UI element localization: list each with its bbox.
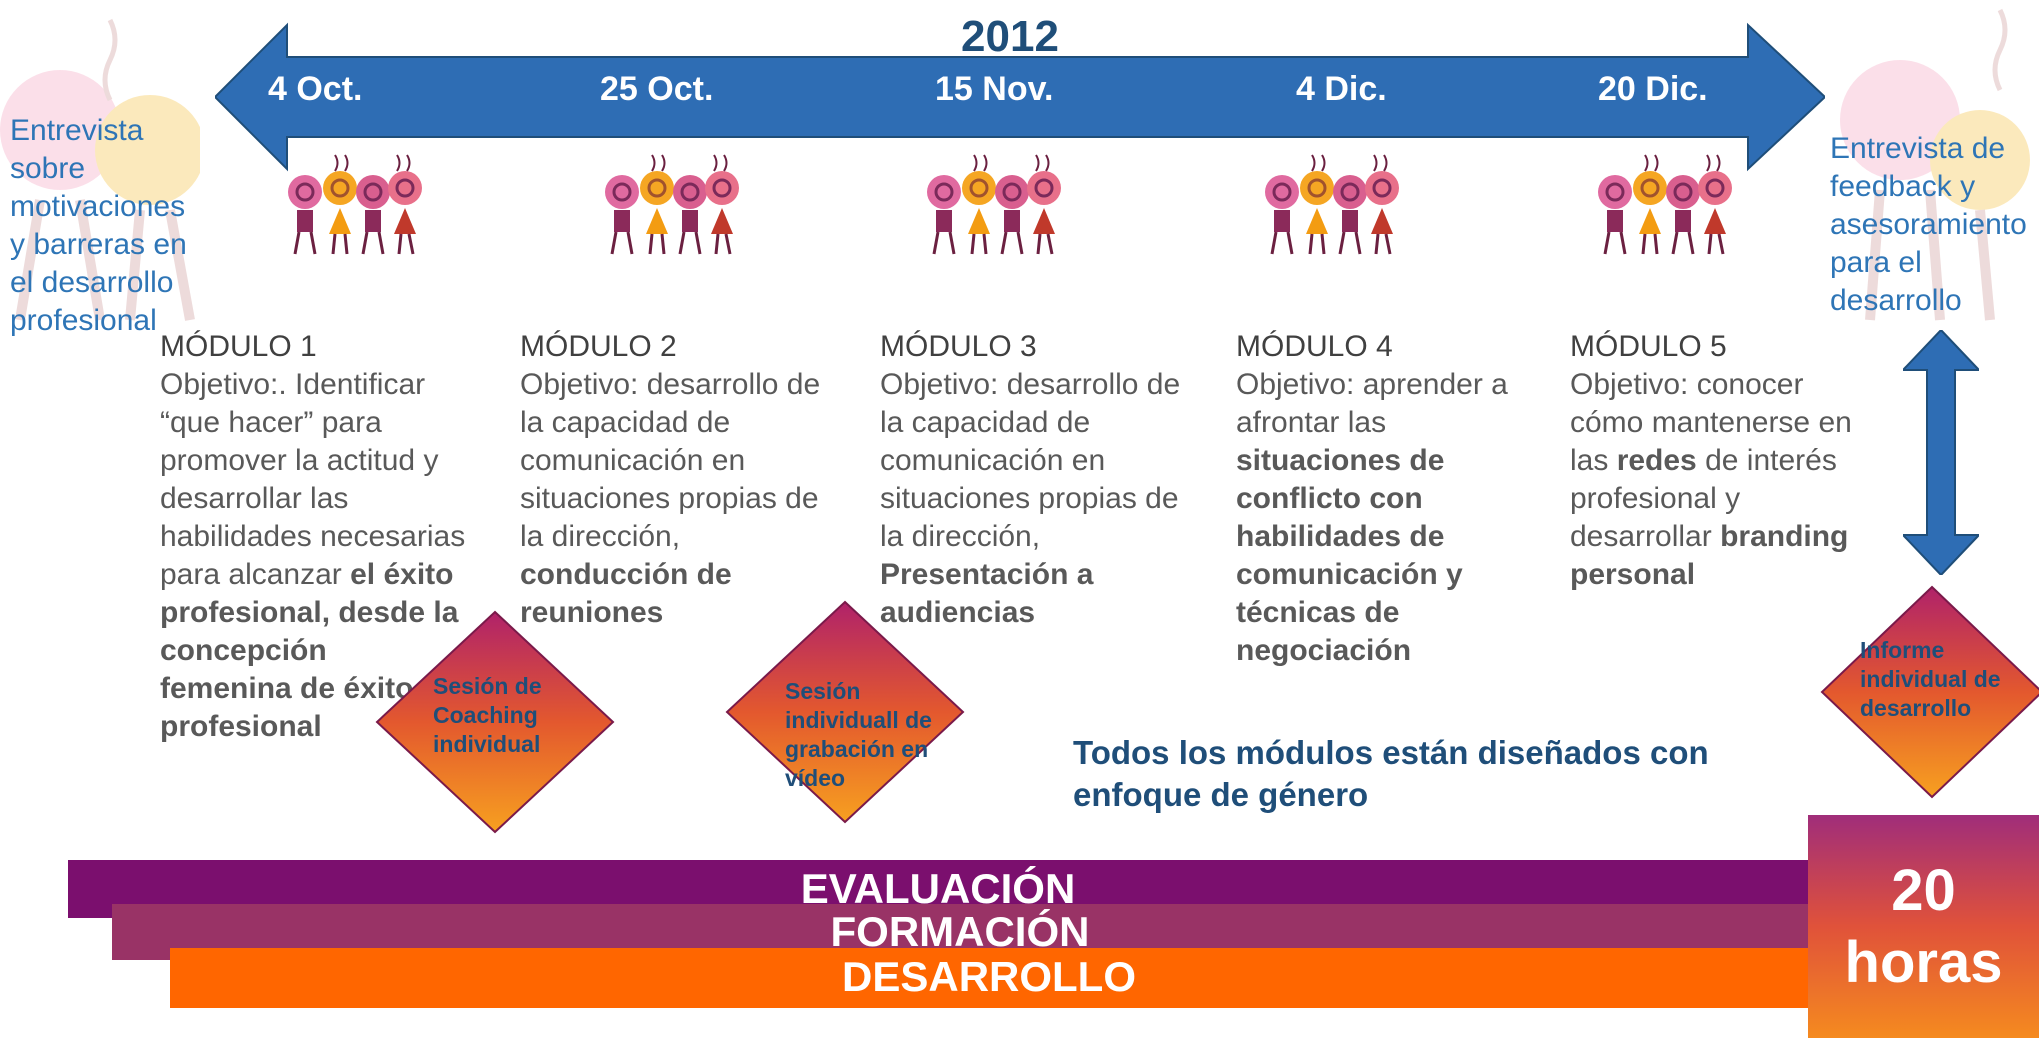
- module-line: afrontar las: [1236, 406, 1387, 439]
- module-line: la dirección,: [520, 520, 681, 553]
- module-line: habilidades de: [1236, 520, 1445, 553]
- module-line: concepción: [160, 634, 327, 667]
- coaching-session-diamond: [375, 610, 615, 834]
- module-3: MÓDULO 3 Objetivo: desarrollo de la capa…: [880, 328, 1220, 632]
- module-line: habilidades necesarias: [160, 520, 466, 553]
- module-line: situaciones de: [1236, 444, 1445, 477]
- module-line: cómo mantenerse en: [1570, 406, 1852, 439]
- video-session-label: Sesión individuall de grabación en vídeo: [785, 678, 932, 791]
- module-line: comunicación en: [880, 444, 1106, 477]
- module-4: MÓDULO 4 Objetivo: aprender a afrontar l…: [1236, 328, 1566, 670]
- gender-approach-note: Todos los módulos están diseñados con en…: [1073, 734, 1709, 813]
- total-hours-box: 20 horas: [1808, 815, 2039, 1038]
- module-line: audiencias: [880, 596, 1036, 629]
- module-line: Objetivo:. Identificar: [160, 368, 426, 401]
- left-interview-note: Entrevista sobre motivaciones y barreras…: [10, 114, 187, 337]
- children-group-icon: [605, 154, 739, 255]
- module-line: para alcanzar el éxito: [160, 558, 454, 591]
- module-line: situaciones propias de: [880, 482, 1179, 515]
- module-title: MÓDULO 5: [1570, 330, 1727, 363]
- module-line: la dirección,: [880, 520, 1041, 553]
- module-line: Objetivo: aprender a: [1236, 368, 1508, 401]
- module-line: femenina de éxito: [160, 672, 414, 705]
- module-line: la capacidad de: [880, 406, 1091, 439]
- module-title: MÓDULO 4: [1236, 330, 1393, 363]
- module-line: profesional, desde la: [160, 596, 459, 629]
- module-title: MÓDULO 2: [520, 330, 677, 363]
- children-group-icon: [1265, 154, 1399, 255]
- module-line: “que hacer” para: [160, 406, 382, 439]
- module-line: la capacidad de: [520, 406, 731, 439]
- module-line: desarrollar branding: [1570, 520, 1849, 553]
- date-module-2: 25 Oct.: [600, 70, 714, 108]
- right-feedback-note: Entrevista de feedback y asesoramiento p…: [1830, 132, 2027, 317]
- module-line: personal: [1570, 558, 1696, 591]
- children-group-icon: [1598, 154, 1732, 255]
- module-line: técnicas de: [1236, 596, 1400, 629]
- module-line: situaciones propias de: [520, 482, 819, 515]
- module-line: promover la actitud y: [160, 444, 439, 477]
- module-line: profesional: [160, 710, 322, 743]
- children-group-icon: [927, 154, 1061, 255]
- module-title: MÓDULO 3: [880, 330, 1037, 363]
- date-module-3: 15 Nov.: [935, 70, 1054, 108]
- timeline-arrow: [215, 22, 1825, 172]
- module-line: Presentación a: [880, 558, 1094, 591]
- module-line: desarrollar las: [160, 482, 349, 515]
- module-line: profesional y: [1570, 482, 1741, 515]
- module-line: Objetivo: desarrollo de: [520, 368, 821, 401]
- bar-desarrollo: DESARROLLO: [170, 948, 1808, 1008]
- date-module-1: 4 Oct.: [268, 70, 363, 108]
- date-module-4: 4 Dic.: [1296, 70, 1387, 108]
- timeline-year: 2012: [961, 12, 1059, 61]
- module-line: negociación: [1236, 634, 1412, 667]
- module-line: comunicación y: [1236, 558, 1463, 591]
- module-line: conflicto con: [1236, 482, 1423, 515]
- module-line: reuniones: [520, 596, 664, 629]
- module-line: las redes de interés: [1570, 444, 1837, 477]
- module-line: comunicación en: [520, 444, 746, 477]
- module-line: conducción de: [520, 558, 732, 591]
- module-1: MÓDULO 1 Objetivo:. Identificar “que hac…: [160, 328, 500, 746]
- module-title: MÓDULO 1: [160, 330, 317, 363]
- coaching-session-label: Sesión de Coaching individual: [433, 673, 542, 757]
- module-2: MÓDULO 2 Objetivo: desarrollo de la capa…: [520, 328, 860, 632]
- module-5: MÓDULO 5 Objetivo: conocer cómo mantener…: [1570, 328, 1900, 594]
- faded-figure-right-decoration: [1840, 8, 2030, 321]
- children-group-icon: [288, 154, 422, 255]
- date-module-5: 20 Dic.: [1598, 70, 1708, 108]
- double-arrow-icon: [1903, 330, 1979, 575]
- faded-figure-left-decoration: [0, 18, 200, 321]
- development-report-label: Informe individual de desarrollo: [1860, 637, 2001, 721]
- video-session-diamond: [725, 600, 965, 824]
- development-report-diamond: [1820, 585, 2039, 799]
- module-line: Objetivo: conocer: [1570, 368, 1804, 401]
- module-line: Objetivo: desarrollo de: [880, 368, 1181, 401]
